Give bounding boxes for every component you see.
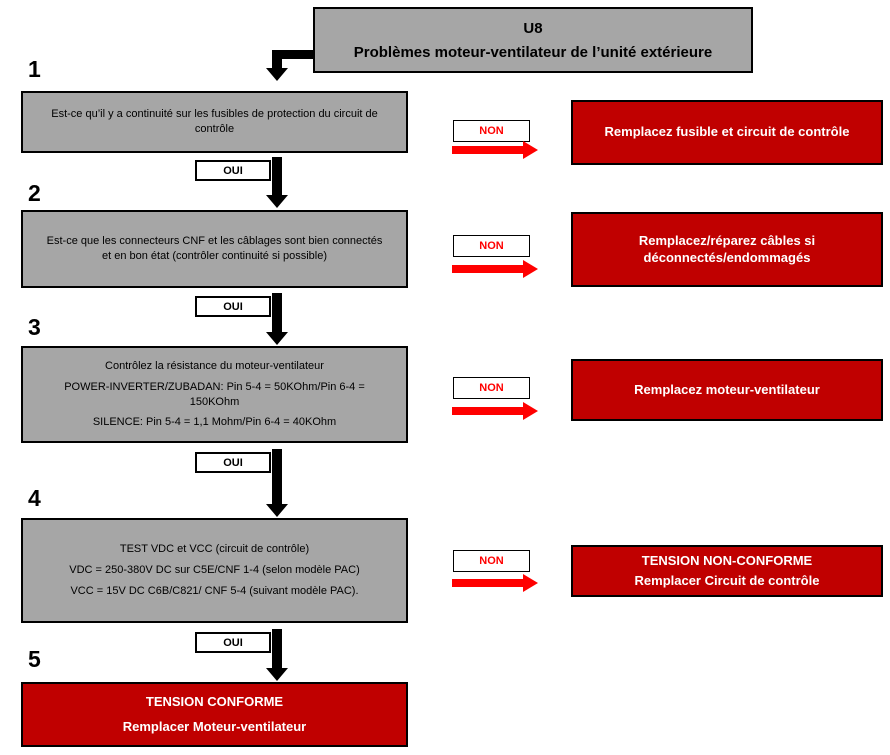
- step5-result-line: Remplacer Moteur-ventilateur: [122, 718, 307, 734]
- non-connector-1: NON: [453, 120, 530, 142]
- step3-question-box: Contrôlez la résistance du moteur-ventil…: [21, 346, 408, 443]
- right-arrow-2-head: [523, 260, 538, 278]
- flowchart-title-box: U8 Problèmes moteur-ventilateur de l’uni…: [313, 7, 753, 73]
- right-arrow-1-bar: [452, 146, 523, 154]
- step3-question-line: POWER-INVERTER/ZUBADAN: Pin 5-4 = 50KOhm…: [64, 380, 365, 393]
- error-title: Problèmes moteur-ventilateur de l’unité …: [353, 43, 713, 61]
- step3-action-box: Remplacez moteur-ventilateur: [571, 359, 883, 421]
- down-arrow-4-head: [266, 668, 288, 681]
- non-connector-2: NON: [453, 235, 530, 257]
- step3-question-line: SILENCE: Pin 5-4 = 1,1 Mohm/Pin 6-4 = 40…: [92, 416, 337, 429]
- step2-question-box: Est-ce que les connecteurs CNF et les câ…: [21, 210, 408, 288]
- non-connector-4: NON: [453, 550, 530, 572]
- step1-action-box: Remplacez fusible et circuit de contrôle: [571, 100, 883, 165]
- non-connector-3: NON: [453, 377, 530, 399]
- step1-question-line: contrôle: [194, 123, 235, 135]
- step2-action-line: Remplacez/réparez câbles si: [638, 232, 816, 248]
- step2-action-line: déconnectés/endommagés: [643, 249, 811, 265]
- step4-question-box: TEST VDC et VCC (circuit de contrôle) VD…: [21, 518, 408, 623]
- oui-connector-3: OUI: [195, 452, 271, 473]
- step-number-1: 1: [28, 56, 41, 82]
- step1-question-line: Est-ce qu’il y a continuité sur les fusi…: [51, 108, 378, 121]
- step4-question-line: TEST VDC et VCC (circuit de contrôle): [119, 543, 310, 556]
- step1-action-line: Remplacez fusible et circuit de contrôle: [604, 124, 850, 140]
- step1-question-box: Est-ce qu’il y a continuité sur les fusi…: [21, 91, 408, 153]
- step4-question-line: VCC = 15V DC C6B/C821/ CNF 5-4 (suivant …: [70, 584, 359, 597]
- step3-action-line: Remplacez moteur-ventilateur: [634, 381, 820, 397]
- step4-action-box: TENSION NON-CONFORME Remplacer Circuit d…: [571, 545, 883, 597]
- step3-question-line: Contrôlez la résistance du moteur-ventil…: [105, 359, 324, 372]
- oui-connector-2: OUI: [195, 296, 271, 317]
- down-arrow-3-bar: [272, 449, 282, 504]
- oui-connector-1: OUI: [195, 160, 271, 181]
- elbow-arrow-head: [266, 68, 288, 81]
- error-code: U8: [523, 19, 543, 37]
- right-arrow-3-head: [523, 402, 538, 420]
- step4-action-line: TENSION NON-CONFORME: [641, 552, 813, 568]
- step5-result-box: TENSION CONFORME Remplacer Moteur-ventil…: [21, 682, 408, 747]
- down-arrow-3-head: [266, 504, 288, 517]
- step-number-4: 4: [28, 485, 41, 511]
- right-arrow-4-bar: [452, 579, 523, 587]
- down-arrow-2-bar: [272, 293, 282, 332]
- right-arrow-4-head: [523, 574, 538, 592]
- step2-question-line: Est-ce que les connecteurs CNF et les câ…: [46, 235, 383, 248]
- step4-action-line: Remplacer Circuit de contrôle: [634, 572, 820, 588]
- down-arrow-2-head: [266, 332, 288, 345]
- step4-question-line: VDC = 250-380V DC sur C5E/CNF 1-4 (selon…: [69, 564, 360, 577]
- elbow-arrow-vertical: [272, 50, 282, 69]
- step-number-2: 2: [28, 180, 41, 206]
- step-number-3: 3: [28, 314, 41, 340]
- right-arrow-3-bar: [452, 407, 523, 415]
- right-arrow-1-head: [523, 141, 538, 159]
- down-arrow-1-bar: [272, 157, 282, 195]
- right-arrow-2-bar: [452, 265, 523, 273]
- elbow-arrow-horizontal: [272, 50, 314, 59]
- down-arrow-4-bar: [272, 629, 282, 668]
- step-number-5: 5: [28, 646, 41, 672]
- down-arrow-1-head: [266, 195, 288, 208]
- oui-connector-4: OUI: [195, 632, 271, 653]
- step5-result-line: TENSION CONFORME: [145, 693, 284, 709]
- step3-question-line: 150KOhm: [189, 395, 240, 408]
- step2-action-box: Remplacez/réparez câbles si déconnectés/…: [571, 212, 883, 287]
- step2-question-line: et en bon état (contrôler continuité si …: [101, 250, 328, 262]
